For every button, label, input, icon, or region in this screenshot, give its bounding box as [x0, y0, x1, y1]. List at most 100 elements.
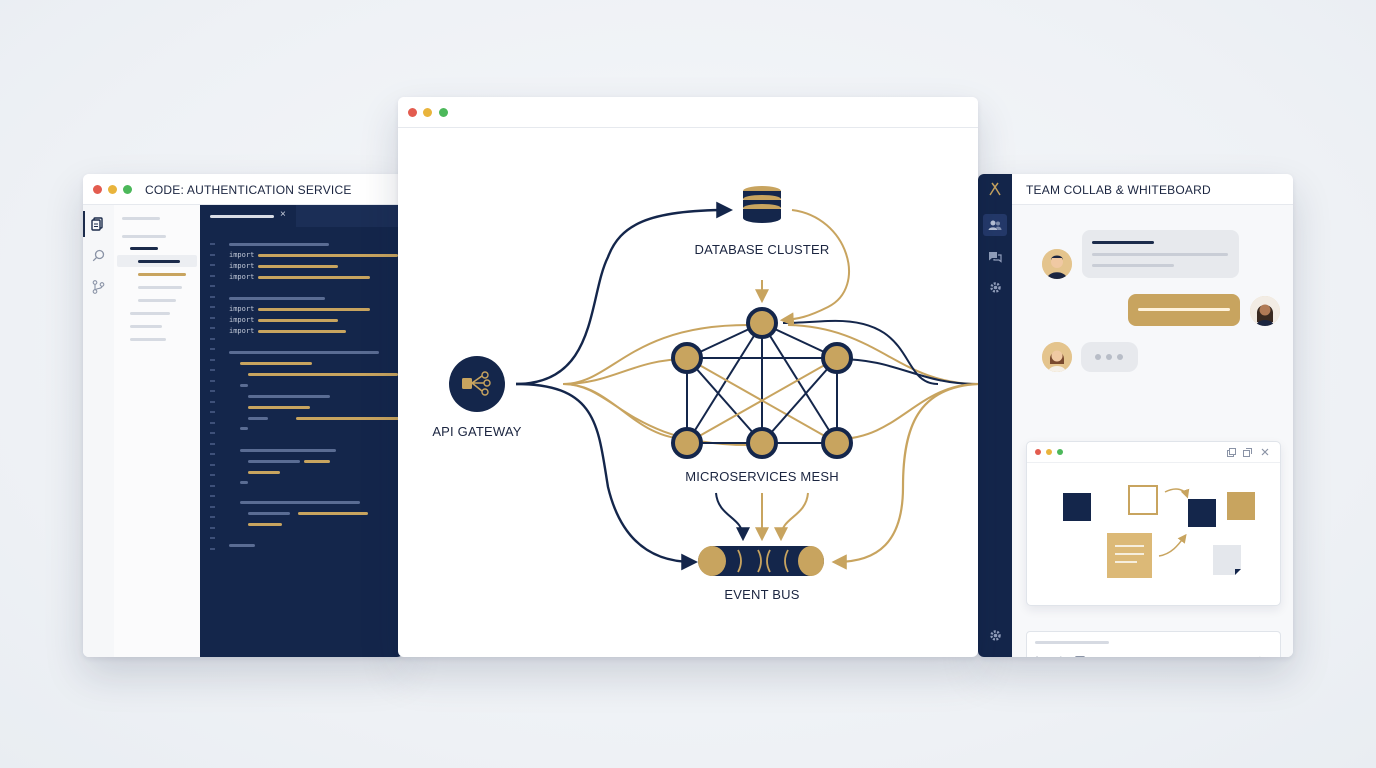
- whiteboard-canvas[interactable]: [1027, 462, 1280, 604]
- search-icon[interactable]: [92, 249, 105, 262]
- sticky-note[interactable]: [1107, 533, 1152, 578]
- attach-icon[interactable]: [1054, 656, 1064, 657]
- chat-panel: Aa: [1012, 205, 1293, 657]
- active-view-marker: [83, 211, 85, 237]
- database-icon[interactable]: [743, 186, 781, 223]
- line-number: [210, 275, 215, 277]
- mesh-edge: [761, 322, 838, 444]
- close-icon[interactable]: [1261, 448, 1269, 456]
- line-number: [210, 254, 215, 256]
- minimize-window-button[interactable]: [108, 185, 117, 194]
- line-number: [210, 285, 215, 287]
- line-number: [210, 369, 215, 371]
- settings-icon[interactable]: [983, 277, 1007, 299]
- close-window-button[interactable]: [408, 108, 417, 117]
- explorer-item[interactable]: [138, 286, 182, 289]
- avatar[interactable]: [1042, 249, 1072, 279]
- message-composer[interactable]: Aa: [1026, 631, 1281, 657]
- settings-icon[interactable]: [983, 625, 1007, 647]
- activity-bar: [83, 205, 115, 657]
- maximize-window-button[interactable]: [123, 185, 132, 194]
- explorer-item[interactable]: [122, 217, 160, 220]
- line-number: [210, 317, 215, 319]
- microservice-node[interactable]: [821, 427, 853, 459]
- maximize-window-button[interactable]: [439, 108, 448, 117]
- code-window-title: CODE: AUTHENTICATION SERVICE: [145, 183, 352, 197]
- editor-tab-active[interactable]: ×: [200, 205, 296, 227]
- code-line: [229, 297, 325, 300]
- chat-icon[interactable]: [983, 246, 1007, 268]
- mesh-edge: [686, 357, 838, 444]
- code-line: [240, 501, 360, 504]
- code-line: [304, 460, 330, 463]
- architecture-diagram-window: DATABASE CLUSTER API GATEWAY MICROSERVIC…: [398, 97, 978, 657]
- code-line: [248, 512, 290, 515]
- line-number: [210, 495, 215, 497]
- source-control-icon[interactable]: [92, 280, 105, 294]
- microservice-node[interactable]: [746, 427, 778, 459]
- collab-sidebar-rail: [978, 174, 1012, 657]
- avatar[interactable]: [1250, 296, 1280, 326]
- whiteboard-shape[interactable]: [1188, 499, 1216, 527]
- explorer-item[interactable]: [130, 247, 158, 250]
- whiteboard-window[interactable]: [1026, 441, 1281, 606]
- whiteboard-shape[interactable]: [1227, 492, 1255, 520]
- mesh-edge: [761, 357, 838, 444]
- microservice-node[interactable]: [671, 427, 703, 459]
- code-line: [258, 319, 338, 322]
- code-line: [248, 523, 282, 526]
- copy-icon[interactable]: [1227, 448, 1236, 457]
- mesh-to-bus-arrow: [774, 492, 809, 542]
- event-bus-icon[interactable]: [698, 546, 824, 576]
- whiteboard-shape[interactable]: [1128, 485, 1158, 515]
- explorer-item[interactable]: [138, 273, 186, 276]
- line-number: [210, 516, 215, 518]
- explorer-item[interactable]: [122, 235, 166, 238]
- line-number: [210, 474, 215, 476]
- code-keyword: import: [229, 262, 255, 270]
- api-gateway-node[interactable]: [449, 356, 505, 412]
- gateway-to-mesh-link: [562, 358, 689, 385]
- line-number: [210, 443, 215, 445]
- minimize-window-button[interactable]: [1046, 449, 1052, 455]
- explorer-item[interactable]: [130, 325, 162, 328]
- code-keyword: import: [229, 327, 255, 335]
- line-number: [210, 390, 215, 392]
- minimize-window-button[interactable]: [423, 108, 432, 117]
- restore-icon[interactable]: [1243, 448, 1252, 457]
- line-number: [210, 380, 215, 382]
- close-tab-button[interactable]: ×: [280, 209, 286, 220]
- microservice-node[interactable]: [671, 342, 703, 374]
- code-line: [248, 395, 330, 398]
- maximize-window-button[interactable]: [1057, 449, 1063, 455]
- image-icon[interactable]: [1075, 656, 1085, 657]
- font-format-button[interactable]: Aa: [1034, 655, 1045, 657]
- database-cluster-label: DATABASE CLUSTER: [695, 242, 830, 257]
- team-icon[interactable]: [983, 214, 1007, 236]
- line-number: [210, 327, 215, 329]
- collab-to-mesh-link: [782, 319, 939, 385]
- line-number: [210, 348, 215, 350]
- microservice-node[interactable]: [746, 307, 778, 339]
- whiteboard-shape[interactable]: [1063, 493, 1091, 521]
- code-line: [296, 417, 400, 420]
- explorer-item[interactable]: [130, 338, 166, 341]
- explorer-item[interactable]: [138, 299, 176, 302]
- event-bus-label: EVENT BUS: [724, 587, 799, 602]
- close-window-button[interactable]: [93, 185, 102, 194]
- send-icon[interactable]: [1259, 656, 1270, 657]
- close-window-button[interactable]: [1035, 449, 1041, 455]
- mesh-edge: [686, 357, 763, 444]
- files-icon[interactable]: [91, 217, 105, 231]
- explorer-item[interactable]: [138, 260, 180, 263]
- avatar[interactable]: [1042, 342, 1072, 372]
- explorer-item[interactable]: [130, 312, 170, 315]
- sticky-note[interactable]: [1213, 545, 1241, 575]
- team-collab-window: TEAM COLLAB & WHITEBOARD: [978, 174, 1293, 657]
- gateway-to-database-arrow: [515, 201, 734, 386]
- collab-to-mesh-link: [837, 358, 978, 385]
- line-number: [210, 464, 215, 466]
- microservice-node[interactable]: [821, 342, 853, 374]
- collab-window-titlebar: TEAM COLLAB & WHITEBOARD: [1012, 174, 1293, 205]
